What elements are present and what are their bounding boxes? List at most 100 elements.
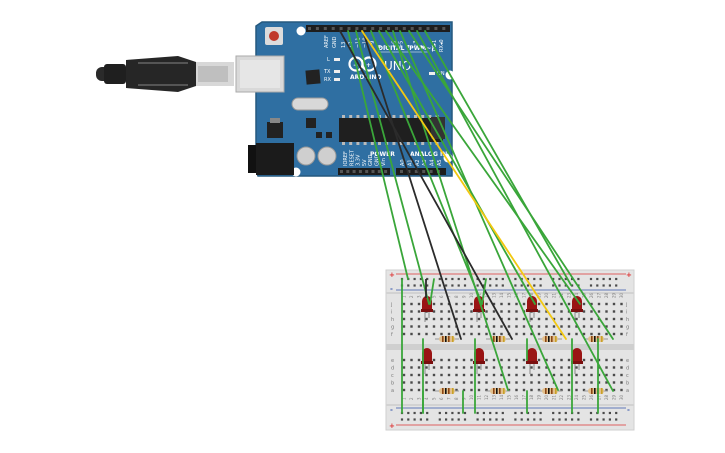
red-led[interactable] (526, 296, 538, 322)
jumper-wire[interactable] (370, 30, 483, 305)
mcu-pin (370, 142, 374, 145)
breadboard-hole (620, 325, 623, 328)
resistor[interactable] (435, 388, 459, 394)
breadboard-hole (447, 358, 451, 362)
rail-hole (539, 277, 542, 281)
jumper-wire[interactable] (416, 30, 614, 392)
jumper-wire[interactable] (429, 278, 435, 305)
power-header[interactable] (338, 168, 390, 175)
column-number: 26 (589, 394, 594, 400)
rail-hole (552, 284, 555, 287)
red-led[interactable] (571, 348, 583, 374)
breadboard-hole (492, 325, 496, 328)
breadboard-hole (597, 366, 601, 369)
rail-hole (514, 284, 517, 287)
column-number: 5 (431, 397, 436, 400)
breadboard-hole (567, 381, 571, 384)
mcu-pin (356, 142, 360, 145)
breadboard-hole (425, 325, 428, 328)
digital-pin-label: ~9 (370, 41, 376, 48)
column-number: 25 (581, 394, 586, 400)
resistor[interactable] (486, 388, 510, 394)
breadboard-hole (410, 317, 413, 321)
digital-header[interactable] (306, 25, 450, 32)
jumper-wire[interactable] (362, 30, 462, 340)
digital-header-label: DIGITAL (PWM~) (378, 45, 434, 52)
column-number: 16 (514, 394, 519, 400)
resistor[interactable] (435, 336, 459, 342)
breadboard[interactable]: + - - + + - 1122334455667788991010111112… (385, 269, 635, 431)
breadboard-hole (462, 388, 466, 392)
led-rim (473, 361, 485, 364)
breadboard-hole (425, 332, 428, 336)
breadboard-hole (417, 373, 421, 377)
jumper-wire[interactable] (378, 30, 536, 305)
resistor[interactable] (538, 336, 562, 342)
rail-hole (615, 411, 618, 415)
breadboard-hole (545, 310, 548, 313)
resistor[interactable] (486, 336, 510, 342)
jumper-wire[interactable] (361, 30, 567, 340)
red-led[interactable] (473, 348, 485, 374)
breadboard-hole (560, 302, 563, 306)
breadboard-hole (575, 366, 578, 369)
rail-hole (564, 418, 567, 421)
header-pin-hole (308, 27, 311, 30)
jumper-wire[interactable] (385, 30, 581, 305)
jumper-wire[interactable] (339, 30, 513, 340)
breadboard-hole (462, 317, 466, 321)
jumper-wire[interactable] (399, 30, 559, 391)
rail-hole (426, 418, 429, 421)
breadboard-hole (605, 366, 608, 369)
red-led[interactable] (421, 296, 433, 322)
rail-hole (426, 277, 429, 281)
resistor-band (496, 336, 498, 342)
resistor[interactable] (538, 388, 562, 394)
resistor-band (448, 388, 450, 394)
rail-hole (577, 418, 580, 421)
breadboard-hole (477, 317, 481, 321)
jumper-wire[interactable] (355, 30, 430, 305)
column-number: 2 (409, 397, 414, 400)
jumper-wire[interactable] (347, 30, 409, 280)
breadboard-hole (552, 332, 556, 336)
jumper-wire[interactable] (481, 278, 487, 305)
jumper-wire[interactable] (392, 30, 509, 391)
breadboard-hole (432, 332, 436, 336)
breadboard-hole (485, 388, 488, 392)
analog-header[interactable] (396, 168, 446, 175)
breadboard-hole (477, 332, 481, 336)
breadboard-hole (432, 317, 436, 321)
row-letter: g (626, 325, 629, 331)
breadboard-hole (507, 358, 511, 362)
column-number: 11 (476, 394, 481, 400)
breadboard-hole (537, 388, 541, 392)
breadboard-hole (455, 381, 458, 384)
rail-hole (596, 284, 599, 287)
usb-cable[interactable] (96, 56, 234, 92)
breadboard-hole (575, 317, 578, 321)
breadboard-hole (485, 310, 488, 313)
resistor-band (591, 336, 593, 342)
header-pin-hole (407, 170, 411, 173)
breadboard-hole (455, 373, 458, 377)
breadboard-hole (612, 388, 616, 392)
tx-label: TX (323, 69, 331, 75)
red-led[interactable] (421, 348, 433, 374)
resistor[interactable] (584, 336, 608, 342)
breadboard-hole (447, 325, 451, 328)
voltage-regulator (267, 122, 283, 138)
red-led[interactable] (526, 348, 538, 374)
jumper-wire[interactable] (424, 30, 572, 286)
rail-hole (501, 411, 504, 415)
breadboard-hole (545, 366, 548, 369)
breadboard-hole (455, 358, 458, 362)
breadboard-hole (402, 366, 406, 369)
jumper-wire[interactable] (408, 30, 614, 340)
breadboard-hole (590, 310, 593, 313)
reset-button[interactable] (265, 27, 283, 45)
row-letter: i (626, 310, 627, 316)
breadboard-hole (417, 332, 421, 336)
mcu-pin (414, 142, 417, 145)
